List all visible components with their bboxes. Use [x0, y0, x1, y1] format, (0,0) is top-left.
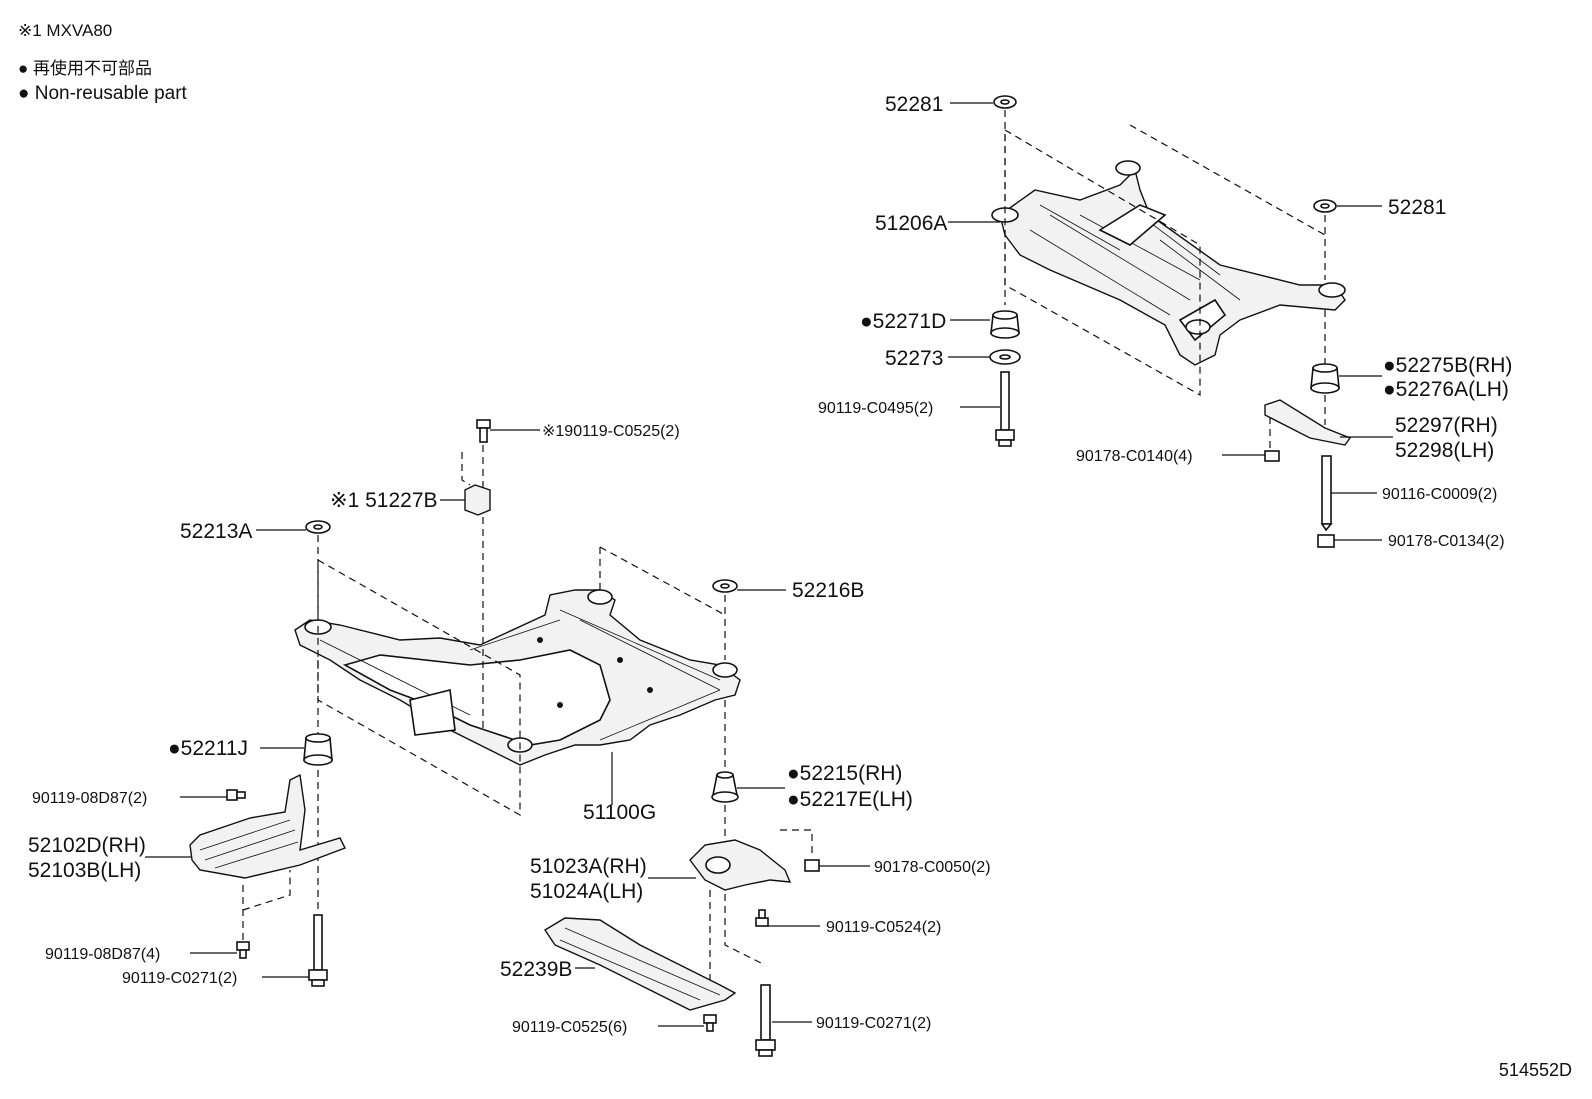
part-label-52103B-LH: 52103B(LH)	[28, 859, 141, 882]
bushing-icon	[1310, 363, 1340, 394]
part-label-51100G: 51100G	[583, 801, 656, 824]
bracket-icon	[544, 917, 737, 1011]
part-label-52211J: ●52211J	[168, 737, 248, 760]
part-label-51024A-LH: 51024A(LH)	[530, 880, 643, 903]
part-label-52239B: 52239B	[500, 958, 572, 981]
part-label-51023A-RH: 51023A(RH)	[530, 855, 647, 878]
model-note: ※1 MXVA80	[18, 21, 113, 40]
part-label-52271D: ●52271D	[860, 310, 946, 333]
guide-box-front-left	[317, 558, 521, 817]
washer-icon	[1313, 199, 1337, 213]
legend-non-reusable: ● Non-reusable part	[18, 83, 187, 104]
part-label-52217E-LH: ●52217E(LH)	[787, 788, 913, 811]
part-label-90119-C0524: 90119-C0524(2)	[826, 919, 941, 936]
guide-line-stopper-offset	[461, 452, 471, 486]
guide-line-nut-right	[780, 829, 813, 858]
part-label-90178-C0050: 90178-C0050(2)	[874, 859, 991, 876]
part-label-90119-C0495: 90119-C0495(2)	[818, 400, 933, 417]
stopper-icon	[464, 484, 491, 516]
bracket-icon	[189, 773, 346, 879]
part-label-90119-C0271-right: 90119-C0271(2)	[816, 1015, 931, 1032]
part-label-90119-C0525-bottom: 90119-C0525(6)	[512, 1019, 627, 1036]
part-label-90178-C0140: 90178-C0140(4)	[1076, 448, 1193, 465]
part-label-52281-top: 52281	[885, 93, 943, 116]
legend-japanese: ● 再使用不可部品	[18, 59, 152, 78]
part-label-90119-08D87-4: 90119-08D87(4)	[45, 946, 160, 963]
nut-icon	[1264, 450, 1280, 462]
bolt-icon	[755, 909, 769, 927]
washer-icon	[989, 349, 1021, 365]
guide-line-bracket-bolts	[242, 870, 291, 945]
part-label-52297-RH: 52297(RH)	[1395, 414, 1498, 437]
part-label-52215-RH: ●52215(RH)	[787, 762, 902, 785]
guide-line-front-top	[599, 546, 726, 616]
diagram-id: 514552D	[1498, 1060, 1572, 1080]
nut-icon	[1317, 534, 1335, 548]
washer-icon	[712, 579, 738, 593]
bolt-icon	[703, 1014, 717, 1032]
part-label-51227B: ※1 51227B	[330, 489, 438, 512]
part-label-52213A: 52213A	[180, 520, 252, 543]
bolt-icon	[1320, 455, 1333, 532]
washer-icon	[305, 520, 331, 534]
bushing-icon	[990, 310, 1020, 339]
bolt-icon	[755, 984, 776, 1057]
bracket-icon	[689, 839, 792, 891]
bolt-icon	[308, 914, 328, 987]
part-label-90119-C0525-top: ※190119-C0525(2)	[542, 423, 680, 440]
rear-crossmember-51206A	[991, 160, 1346, 366]
bushing-icon	[303, 733, 333, 766]
bracket-icon	[1264, 399, 1352, 446]
leader-lines	[145, 102, 1393, 1027]
part-label-52102D-RH: 52102D(RH)	[28, 834, 146, 857]
bolt-icon	[226, 789, 246, 801]
part-label-90178-C0134: 90178-C0134(2)	[1388, 533, 1505, 550]
part-label-52298-LH: 52298(LH)	[1395, 439, 1494, 462]
guide-line-rear-top	[1129, 124, 1326, 236]
part-label-90119-08D87-2: 90119-08D87(2)	[32, 790, 147, 807]
washer-icon	[993, 95, 1017, 109]
part-label-52216B: 52216B	[792, 579, 864, 602]
front-crossmember-51100G	[294, 589, 741, 766]
bushing-icon	[711, 771, 739, 803]
part-label-90116-C0009: 90116-C0009(2)	[1382, 486, 1497, 503]
part-label-52276A-LH: ●52276A(LH)	[1383, 378, 1509, 401]
bolt-icon	[476, 419, 491, 443]
part-label-90119-C0271-left: 90119-C0271(2)	[122, 970, 237, 987]
nut-icon	[804, 859, 820, 872]
part-label-52273: 52273	[885, 347, 943, 370]
part-label-52275B-RH: ●52275B(RH)	[1383, 354, 1512, 377]
part-label-52281-right: 52281	[1388, 196, 1446, 219]
bolt-icon	[995, 371, 1015, 447]
bolt-icon	[236, 941, 250, 959]
part-label-51206A: 51206A	[875, 212, 947, 235]
